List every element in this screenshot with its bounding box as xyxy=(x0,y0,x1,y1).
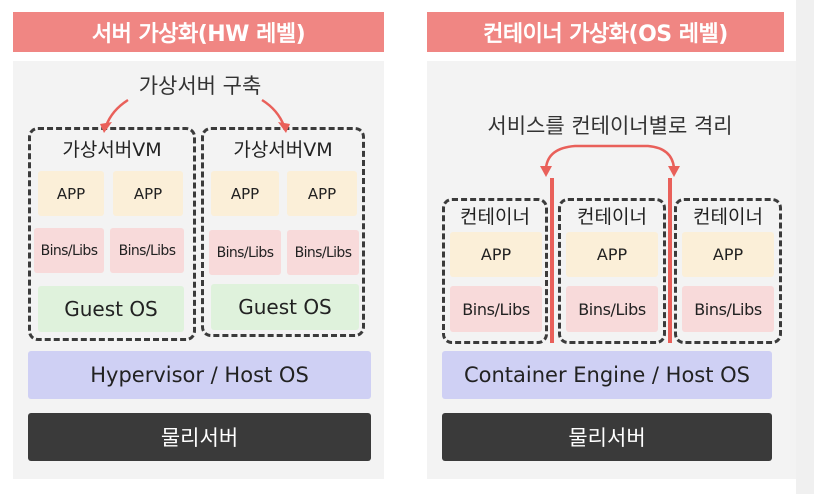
hypervisor-host-os-layer: Hypervisor / Host OS xyxy=(28,351,371,399)
container-3-bins-libs: Bins/Libs xyxy=(682,286,774,332)
physical-server-left: 물리서버 xyxy=(28,413,371,461)
isolation-arc xyxy=(544,144,676,169)
physical-server-right: 물리서버 xyxy=(442,413,772,461)
vm-1-app-1: APP xyxy=(38,171,104,216)
vm-2-title: 가상서버VM xyxy=(233,138,333,161)
right-edge-strip xyxy=(796,0,814,494)
vm-2-bins-libs-2: Bins/Libs xyxy=(287,230,359,275)
vm-1-app-2: APP xyxy=(113,171,183,216)
hw-virtualization-header: 서버 가상화(HW 레벨) xyxy=(13,12,384,52)
os-virtualization-header: 컨테이너 가상화(OS 레벨) xyxy=(427,12,784,52)
arrow-to-vm-2-head xyxy=(278,122,290,133)
container-3 xyxy=(674,198,782,344)
container-2-bins-libs: Bins/Libs xyxy=(566,286,658,332)
vm-2-app-2: APP xyxy=(287,171,357,216)
container-1-bins-libs: Bins/Libs xyxy=(450,286,542,332)
container-3-title: 컨테이너 xyxy=(693,205,763,228)
vm-2-app-1: APP xyxy=(211,171,279,216)
vm-1-title: 가상서버VM xyxy=(62,138,162,161)
isolation-arc-right-head xyxy=(668,166,680,177)
isolation-divider-2 xyxy=(668,178,672,343)
isolation-arc-left-head xyxy=(540,166,552,177)
container-engine-host-os-layer: Container Engine / Host OS xyxy=(442,351,772,399)
arrow-to-vm-1 xyxy=(104,98,129,127)
virtual-machine-1 xyxy=(28,127,196,341)
container-caption: 서비스를 컨테이너별로 격리 xyxy=(487,114,733,138)
container-2 xyxy=(558,198,666,344)
arrow-to-vm-2 xyxy=(261,98,286,127)
arrow-to-vm-1-head xyxy=(100,122,112,133)
vm-1-bins-libs-2: Bins/Libs xyxy=(110,228,184,273)
vm-2-guest-os: Guest OS xyxy=(211,284,359,330)
vm-2-bins-libs-1: Bins/Libs xyxy=(209,230,281,275)
container-3-app: APP xyxy=(682,232,774,277)
container-2-title: 컨테이너 xyxy=(577,205,647,228)
container-1-app: APP xyxy=(450,232,542,277)
container-1 xyxy=(442,198,548,344)
vm-1-bins-libs-1: Bins/Libs xyxy=(34,228,104,273)
vm-1-guest-os: Guest OS xyxy=(38,286,184,332)
isolation-divider-1 xyxy=(550,178,554,343)
container-2-app: APP xyxy=(566,232,658,277)
vm-caption: 가상서버 구축 xyxy=(138,74,262,98)
container-1-title: 컨테이너 xyxy=(460,205,530,228)
